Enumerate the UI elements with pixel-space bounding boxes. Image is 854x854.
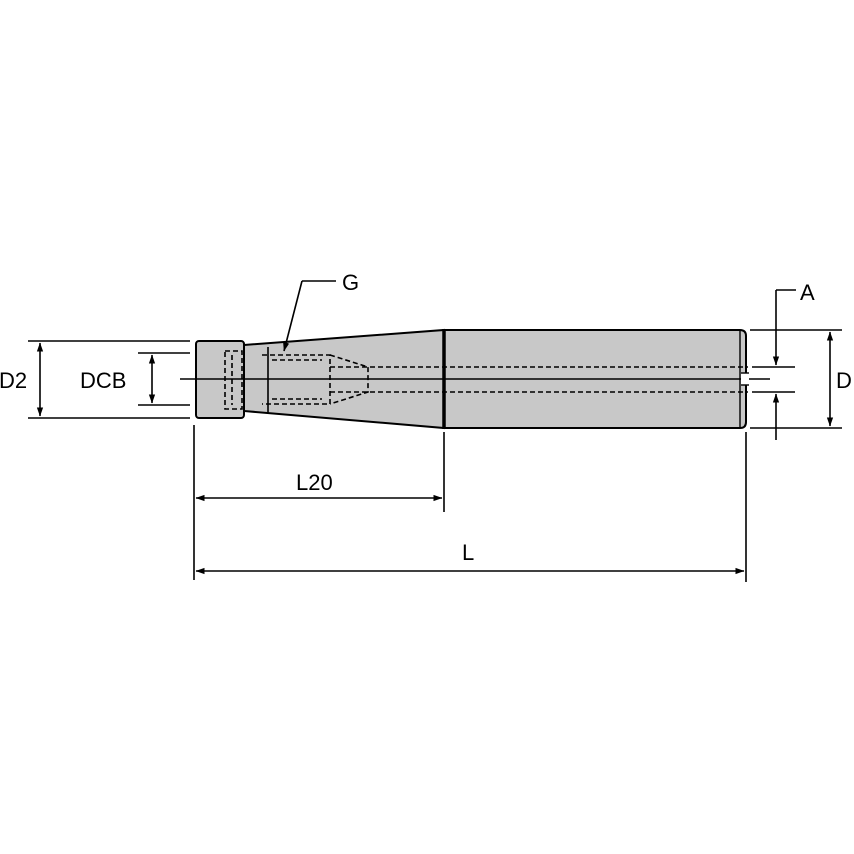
dimension-l: L	[195, 432, 747, 582]
label-d: D	[836, 368, 852, 393]
dimension-dcb: DCB	[80, 352, 190, 406]
thread-inner	[272, 359, 322, 400]
label-d2: D2	[0, 368, 27, 393]
hidden-features	[224, 350, 748, 410]
label-dcb: DCB	[80, 368, 126, 393]
dimension-d: D	[750, 329, 852, 429]
label-a: A	[800, 280, 815, 305]
counterbore-outline	[224, 350, 243, 410]
label-l20: L20	[296, 470, 333, 495]
dimension-l20: L20	[193, 425, 445, 580]
dimension-a: A	[752, 280, 815, 440]
rear-notch	[741, 373, 749, 385]
label-l: L	[462, 540, 474, 565]
leader-g: G	[283, 270, 359, 352]
dimension-d2: D2	[0, 340, 190, 419]
label-g: G	[342, 270, 359, 295]
